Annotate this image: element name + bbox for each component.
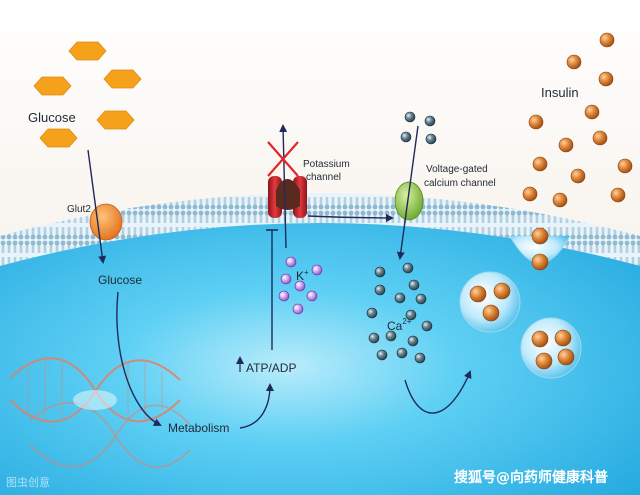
- glucose-hexagon: [39, 128, 78, 148]
- glucose-molecules: [33, 41, 142, 148]
- watermark-left: 图虫创意: [6, 475, 50, 489]
- glucose-outside-label: Glucose: [28, 110, 76, 125]
- fusing-vesicle: [509, 227, 571, 271]
- glucose-inside-label: Glucose: [98, 273, 142, 287]
- potassium-ion-label: K+: [296, 268, 309, 283]
- insulin-vesicle: [459, 271, 521, 333]
- glucose-hexagon: [103, 69, 142, 89]
- insulin-vesicle: [520, 317, 582, 379]
- calcium-ions-outside: [400, 111, 437, 145]
- vgcc-label-1: Voltage-gated: [426, 164, 488, 175]
- insulin-label: Insulin: [541, 85, 579, 100]
- potassium-efflux-arrow: [279, 124, 288, 249]
- potassium-channel: [268, 176, 307, 218]
- blocked-x-icon: [267, 141, 299, 177]
- calcium-ion-label: Ca2+: [387, 317, 412, 333]
- glycolysis-arrow: [116, 291, 162, 426]
- calcium-ions-inside: [366, 262, 433, 364]
- calcium-influx-arrow: [396, 125, 419, 260]
- glut2-transporter: [89, 203, 123, 241]
- depolarization-arrow: [307, 213, 394, 222]
- metabolism-label: Metabolism: [168, 421, 229, 435]
- atp-adp-label: ATP/ADP: [246, 361, 296, 375]
- potassium-channel-label-2: channel: [306, 172, 341, 183]
- glucose-entry-arrow: [87, 149, 107, 264]
- exocytosis-trigger-arrow: [404, 370, 472, 414]
- dna-helix-icon: [9, 357, 191, 468]
- glut2-label: Glut2: [67, 204, 91, 215]
- glucose-hexagon: [68, 41, 107, 61]
- atp-production-arrow: [239, 383, 274, 429]
- potassium-channel-label-1: Potassium: [303, 159, 350, 170]
- insulin-granules-released: [522, 32, 633, 208]
- glucose-hexagon: [33, 76, 72, 96]
- vgcc-label-2: calcium channel: [424, 178, 496, 189]
- voltage-gated-calcium-channel: [394, 181, 424, 221]
- atp-adp-ratio: ATP/ADP: [236, 356, 296, 375]
- potassium-ions: [278, 256, 323, 315]
- watermark-right: 搜狐号@向药师健康科普: [454, 469, 608, 486]
- glucose-hexagon: [96, 110, 135, 130]
